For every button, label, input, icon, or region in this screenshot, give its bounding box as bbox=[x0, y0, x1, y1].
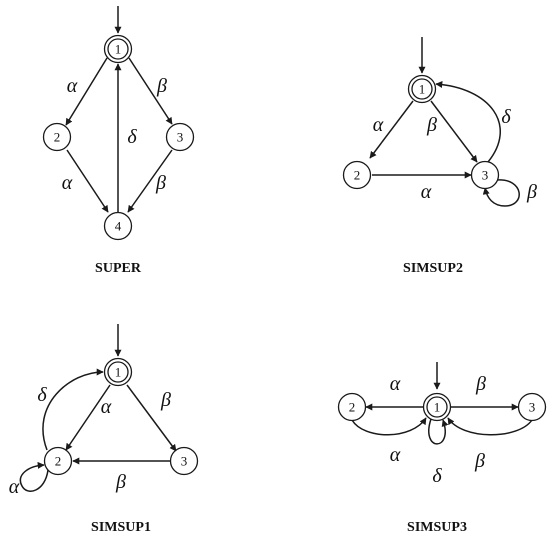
edge-3-4 bbox=[127, 149, 173, 213]
event-label-alpha: α bbox=[390, 373, 401, 395]
state-1: 1 bbox=[422, 392, 452, 422]
self-loop-1 bbox=[428, 418, 449, 445]
event-label-alpha: α bbox=[101, 396, 112, 418]
edge-1-2 bbox=[369, 100, 414, 159]
state-3: 3 bbox=[517, 392, 547, 422]
edge-1-3 bbox=[126, 384, 177, 452]
event-label-beta: β bbox=[526, 181, 537, 203]
state-label: 2 bbox=[55, 454, 62, 469]
state-1: 1 bbox=[407, 74, 437, 104]
state-label: 3 bbox=[482, 168, 489, 183]
state-1: 1 bbox=[103, 34, 133, 64]
panel-simsup3: 2 1 3 α β α δ β SIMSUP3 bbox=[337, 362, 547, 535]
edge-1-3 bbox=[128, 57, 173, 125]
event-label-delta: δ bbox=[37, 384, 47, 406]
state-label: 2 bbox=[354, 168, 361, 183]
panel-caption: SUPER bbox=[95, 261, 142, 276]
state-1: 1 bbox=[103, 357, 133, 387]
state-label: 1 bbox=[115, 365, 122, 380]
self-loop-3 bbox=[482, 179, 520, 207]
panel-super: 1 2 3 4 α β δ α β SUPER bbox=[42, 6, 195, 276]
edge-2-4 bbox=[66, 149, 109, 213]
panel-simsup2: 1 2 3 α β δ α β SIMSUP2 bbox=[342, 37, 537, 276]
edge-1-2 bbox=[65, 384, 111, 451]
state-label: 1 bbox=[419, 82, 426, 97]
event-label-beta: β bbox=[160, 389, 171, 411]
state-label: 1 bbox=[434, 400, 441, 415]
event-label-delta: δ bbox=[432, 465, 442, 487]
state-label: 3 bbox=[529, 400, 536, 415]
state-label: 3 bbox=[181, 454, 188, 469]
edge-2-1 bbox=[351, 417, 427, 436]
state-label: 4 bbox=[115, 219, 122, 234]
state-label: 2 bbox=[349, 400, 356, 415]
event-label-delta: δ bbox=[127, 126, 137, 148]
state-3: 3 bbox=[169, 446, 199, 476]
state-4: 4 bbox=[103, 211, 133, 241]
event-label-alpha: α bbox=[421, 181, 432, 203]
event-label-delta: δ bbox=[501, 106, 511, 128]
state-label: 2 bbox=[54, 130, 61, 145]
event-label-beta: β bbox=[155, 172, 166, 194]
event-label-beta: β bbox=[474, 450, 485, 472]
event-label-alpha: α bbox=[9, 476, 20, 498]
panel-caption: SIMSUP1 bbox=[91, 520, 151, 535]
event-label-beta: β bbox=[115, 471, 126, 493]
state-2: 2 bbox=[42, 122, 72, 152]
state-2: 2 bbox=[337, 392, 367, 422]
event-label-alpha: α bbox=[373, 114, 384, 136]
state-3: 3 bbox=[470, 160, 500, 190]
edge-1-2 bbox=[65, 57, 108, 126]
event-label-beta: β bbox=[475, 373, 486, 395]
event-label-beta: β bbox=[426, 114, 437, 136]
edge-3-1 bbox=[435, 80, 501, 163]
state-label: 1 bbox=[115, 42, 122, 57]
panel-caption: SIMSUP2 bbox=[403, 261, 463, 276]
event-label-alpha: α bbox=[390, 444, 401, 466]
panel-simsup1: 1 2 3 δ α β β α SIMSUP1 bbox=[9, 324, 199, 535]
state-label: 3 bbox=[177, 130, 184, 145]
event-label-beta: β bbox=[156, 75, 167, 97]
panel-caption: SIMSUP3 bbox=[407, 520, 467, 535]
state-2: 2 bbox=[342, 160, 372, 190]
state-3: 3 bbox=[165, 122, 195, 152]
edge-1-3 bbox=[430, 100, 478, 163]
edge-3-1 bbox=[447, 417, 533, 436]
edge-2-1 bbox=[42, 368, 104, 451]
self-loop-2 bbox=[19, 461, 49, 492]
event-label-alpha: α bbox=[62, 172, 73, 194]
event-label-alpha: α bbox=[67, 75, 78, 97]
state-2: 2 bbox=[43, 446, 73, 476]
